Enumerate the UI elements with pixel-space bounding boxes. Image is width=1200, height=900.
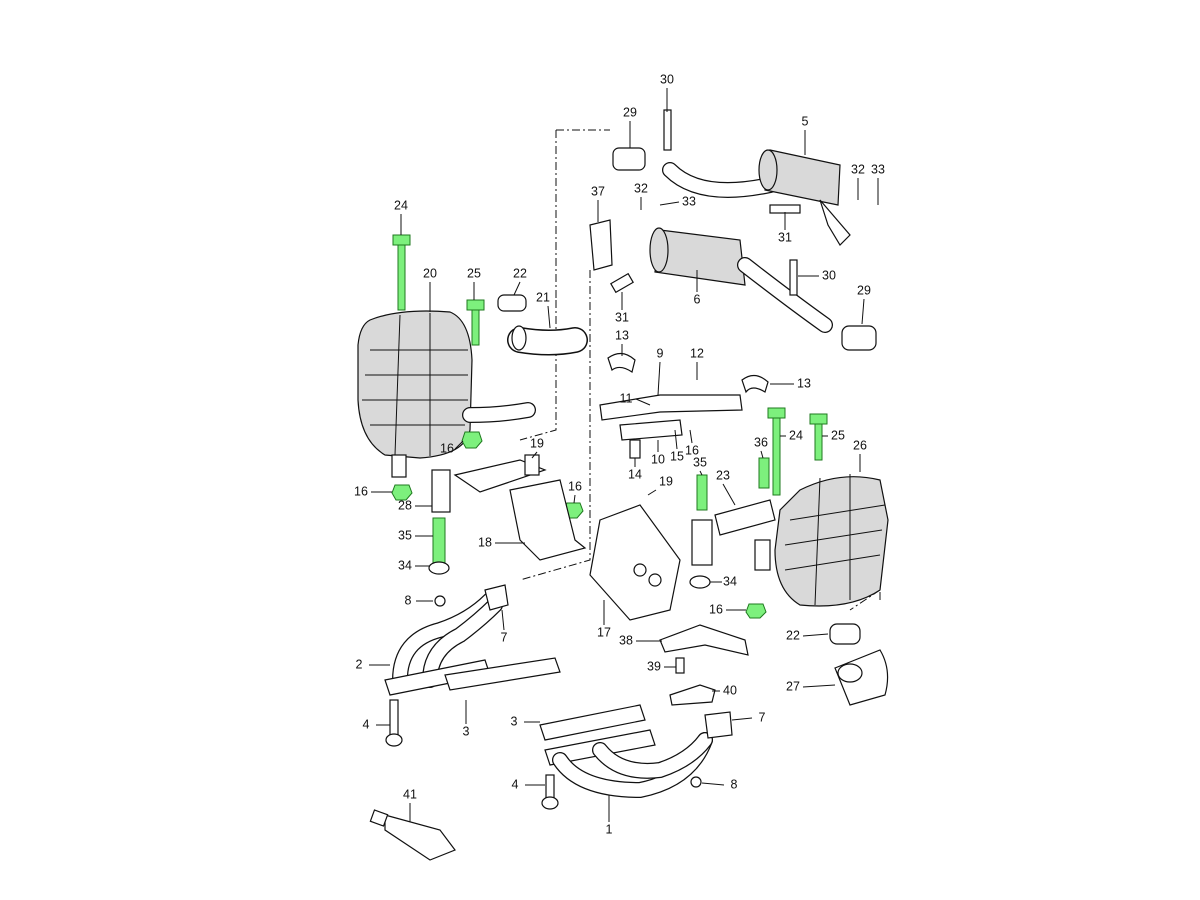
- callout-part-12[interactable]: 12: [690, 346, 704, 360]
- callout-part-36[interactable]: 36: [754, 435, 768, 449]
- callout-part-33[interactable]: 33: [682, 194, 696, 208]
- callout-part-35[interactable]: 35: [693, 455, 707, 469]
- clamp-22-left: [497, 294, 527, 312]
- callout-leader-line: [659, 201, 680, 206]
- callout-leader-line: [699, 470, 703, 476]
- callout-part-5[interactable]: 5: [802, 114, 809, 128]
- callout-part-8[interactable]: 8: [405, 593, 412, 607]
- center-brackets: [599, 352, 769, 459]
- callout-part-16[interactable]: 16: [354, 484, 368, 498]
- callout-leader-line: [731, 717, 753, 721]
- callout-part-26[interactable]: 26: [853, 438, 867, 452]
- callout-part-7[interactable]: 7: [501, 630, 508, 644]
- callout-part-30[interactable]: 30: [822, 268, 836, 282]
- callout-part-7[interactable]: 7: [759, 710, 766, 724]
- catalytic-converter-6: [589, 204, 877, 351]
- callout-part-37[interactable]: 37: [591, 184, 605, 198]
- callout-part-11[interactable]: 11: [620, 391, 633, 405]
- callout-part-14[interactable]: 14: [628, 467, 642, 481]
- callout-part-16[interactable]: 16: [685, 443, 699, 457]
- callout-part-19[interactable]: 19: [659, 474, 673, 488]
- callout-leader-line: [760, 450, 764, 459]
- callout-part-23[interactable]: 23: [716, 468, 730, 482]
- callout-part-22[interactable]: 22: [786, 628, 800, 642]
- callout-part-25[interactable]: 25: [467, 266, 481, 280]
- callout-part-35[interactable]: 35: [398, 528, 412, 542]
- callout-part-6[interactable]: 6: [694, 292, 701, 306]
- callout-leader-line: [802, 684, 836, 688]
- callout-part-8[interactable]: 8: [731, 777, 738, 791]
- callout-part-33[interactable]: 33: [871, 162, 885, 176]
- callout-part-32[interactable]: 32: [851, 162, 865, 176]
- callout-part-29[interactable]: 29: [623, 105, 637, 119]
- callout-part-25[interactable]: 25: [831, 428, 845, 442]
- callout-part-22[interactable]: 22: [513, 266, 527, 280]
- callout-part-15[interactable]: 15: [670, 449, 684, 463]
- callout-part-30[interactable]: 30: [660, 72, 674, 86]
- callout-part-27[interactable]: 27: [786, 679, 800, 693]
- rear-muffler-right: [745, 407, 889, 619]
- callout-part-34[interactable]: 34: [398, 558, 412, 572]
- callout-part-4[interactable]: 4: [363, 717, 370, 731]
- callout-part-34[interactable]: 34: [723, 574, 737, 588]
- catalytic-converter-5: [612, 109, 851, 246]
- exhaust-manifold-left: [384, 584, 561, 747]
- callout-part-13[interactable]: 13: [797, 376, 811, 390]
- callout-part-24[interactable]: 24: [394, 198, 408, 212]
- rear-muffler-left: [357, 310, 536, 478]
- callout-part-19[interactable]: 19: [530, 436, 544, 450]
- mount-bracket-left: [428, 454, 587, 575]
- callout-leader-line: [531, 451, 538, 459]
- callout-part-10[interactable]: 10: [651, 452, 665, 466]
- bolts-green-left: [391, 234, 584, 565]
- heat-shield-parts: [659, 624, 749, 706]
- callout-part-24[interactable]: 24: [789, 428, 803, 442]
- callout-leader-line: [513, 281, 521, 296]
- callout-leader-line: [454, 440, 464, 450]
- sealant-tube: [369, 809, 456, 861]
- callout-part-1[interactable]: 1: [606, 822, 613, 836]
- callout-part-21[interactable]: 21: [536, 290, 550, 304]
- callout-part-2[interactable]: 2: [356, 657, 363, 671]
- callout-part-3[interactable]: 3: [511, 714, 518, 728]
- mount-bracket-right: [589, 457, 776, 621]
- exhaust-manifold-right: [539, 704, 733, 810]
- callout-leader-line: [802, 633, 829, 637]
- callout-part-17[interactable]: 17: [597, 625, 611, 639]
- callout-part-16[interactable]: 16: [440, 441, 454, 455]
- callout-leader-line: [635, 398, 651, 406]
- callout-part-39[interactable]: 39: [647, 659, 661, 673]
- callout-part-4[interactable]: 4: [512, 777, 519, 791]
- callout-leader-line: [547, 305, 551, 329]
- callout-part-40[interactable]: 40: [723, 683, 737, 697]
- callout-leader-line: [701, 782, 725, 786]
- callout-leader-line: [501, 609, 505, 631]
- callout-part-3[interactable]: 3: [463, 724, 470, 738]
- callout-leader-line: [722, 483, 736, 506]
- callout-part-38[interactable]: 38: [619, 633, 633, 647]
- callout-leader-line: [689, 429, 693, 444]
- callout-part-20[interactable]: 20: [423, 266, 437, 280]
- callout-part-31[interactable]: 31: [778, 230, 792, 244]
- callout-part-31[interactable]: 31: [615, 310, 629, 324]
- callout-part-18[interactable]: 18: [478, 535, 492, 549]
- callout-leader-line: [657, 361, 661, 396]
- tailpipe-left: [507, 325, 588, 356]
- callout-part-9[interactable]: 9: [657, 346, 664, 360]
- tailpipe-right: [829, 623, 889, 706]
- callout-leader-line: [674, 429, 678, 450]
- callout-part-16[interactable]: 16: [568, 479, 582, 493]
- callout-leader-line: [573, 494, 576, 504]
- callout-part-13[interactable]: 13: [615, 328, 629, 342]
- callout-leader-line: [647, 489, 657, 496]
- callout-part-29[interactable]: 29: [857, 283, 871, 297]
- callout-part-28[interactable]: 28: [398, 498, 412, 512]
- callout-leader-line: [861, 298, 865, 325]
- callout-part-41[interactable]: 41: [403, 787, 417, 801]
- callout-part-16[interactable]: 16: [709, 602, 723, 616]
- callout-part-32[interactable]: 32: [634, 181, 648, 195]
